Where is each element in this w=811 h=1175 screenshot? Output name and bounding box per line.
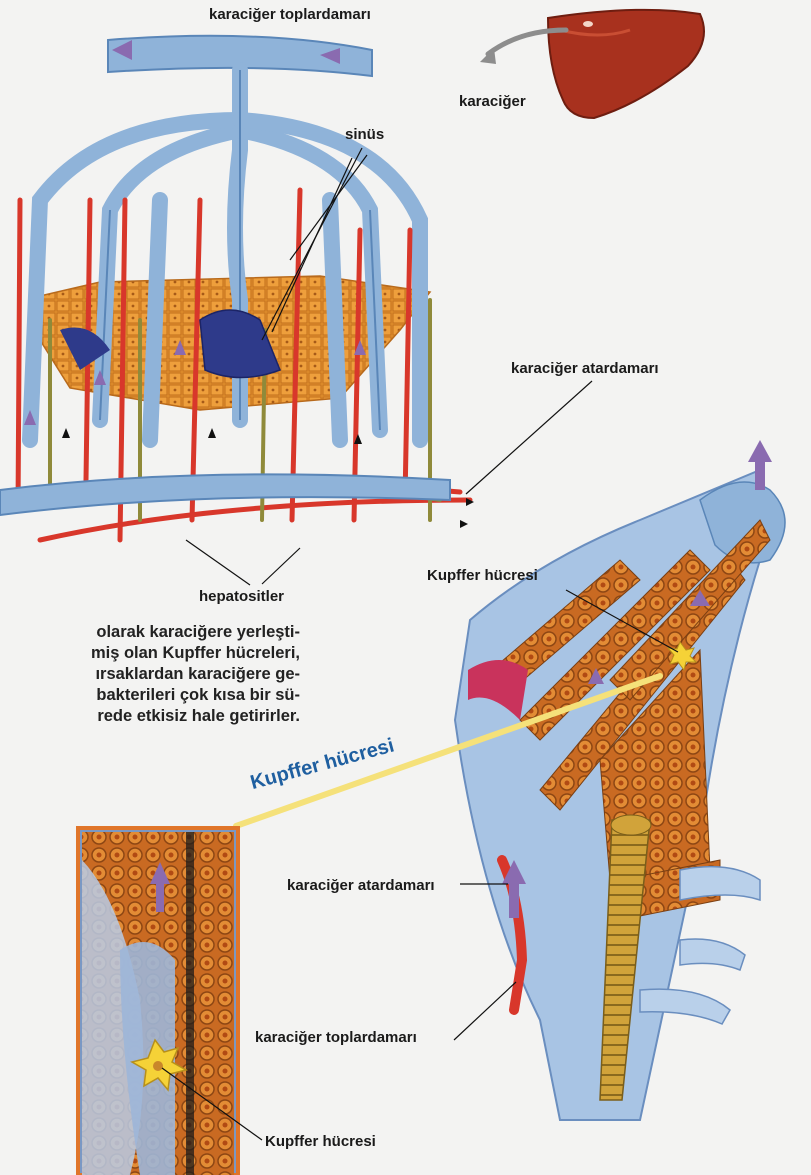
- hepatocytes-pointers: [186, 540, 300, 585]
- paragraph-line: olarak karaciğere yerleşti-: [0, 622, 300, 643]
- paragraph-line: bakterileri çok kısa bir sü-: [0, 685, 300, 706]
- label-hepatic-artery-lower: karaciğer atardamarı: [287, 877, 435, 894]
- label-hepatic-vein-top: karaciğer toplardamarı: [209, 6, 371, 23]
- right-lobule-section: [455, 440, 785, 1120]
- label-liver: karaciğer: [459, 93, 526, 110]
- label-kupffer-right: Kupffer hücresi: [427, 567, 538, 584]
- label-hepatic-vein-lower: karaciğer toplardamarı: [255, 1029, 417, 1046]
- paragraph-line: miş olan Kupffer hücreleri,: [0, 643, 300, 664]
- artery-pointer-top: [466, 381, 592, 494]
- label-sinus: sinüs: [345, 126, 384, 143]
- label-kupffer-bottom: Kupffer hücresi: [265, 1133, 376, 1150]
- label-hepatic-artery-top: karaciğer atardamarı: [511, 360, 659, 377]
- top-lobule-diagram: [0, 36, 474, 540]
- paragraph-line: ırsaklardan karaciğere ge-: [0, 664, 300, 685]
- paragraph-line: rede etkisiz hale getirirler.: [0, 706, 300, 727]
- vein-pointer-lower: [454, 982, 516, 1040]
- description-paragraph: olarak karaciğere yerleşti- miş olan Kup…: [0, 622, 300, 727]
- kupffer-inset: [78, 828, 238, 1175]
- label-hepatocytes: hepatositler: [199, 588, 284, 605]
